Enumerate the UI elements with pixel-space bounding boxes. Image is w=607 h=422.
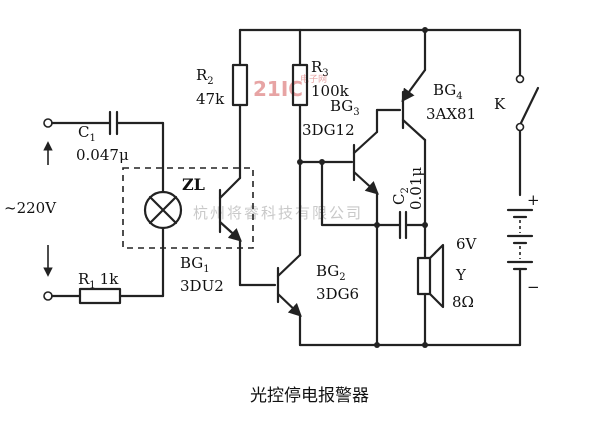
watermark: 21IC 电子网 杭州将睿科技有限公司 (193, 73, 363, 222)
watermark-company: 杭州将睿科技有限公司 (193, 204, 363, 222)
bg2-transistor (276, 253, 302, 347)
speaker-value: 8Ω (452, 293, 474, 311)
r3-value: 100k (311, 82, 350, 100)
bg4-label: BG4 (433, 81, 463, 102)
bg3-type: 3DG12 (302, 121, 355, 139)
r3-label: R3 (311, 58, 329, 79)
input-terminal-top (43, 118, 53, 128)
battery-plus: + (527, 191, 540, 209)
diagram-caption: 光控停电报警器 (250, 386, 369, 406)
bg3-transistor (298, 108, 402, 347)
r1-resistor (50, 226, 165, 305)
top-rail-wire (238, 28, 522, 77)
bg2-label: BG2 (316, 262, 346, 283)
battery-voltage: 6V (456, 235, 478, 253)
c1-capacitor (50, 110, 165, 194)
speaker-y (416, 243, 445, 347)
mains-voltage-label: ~220V (4, 199, 57, 217)
zl-label: ZL (182, 175, 205, 194)
bg2-type: 3DG6 (316, 285, 359, 303)
c2-label: C2 (390, 187, 411, 205)
r2-label: R2 (196, 66, 214, 87)
c1-label: C1 (78, 123, 96, 144)
r2-resistor (231, 28, 249, 180)
battery-minus: − (527, 278, 540, 296)
bg4-type: 3AX81 (426, 105, 476, 123)
r2-value: 47k (196, 90, 225, 108)
battery-6v (506, 208, 534, 347)
bg1-type: 3DU2 (180, 277, 224, 295)
bg1-label: BG1 (180, 254, 210, 275)
bg3-label: BG3 (330, 97, 360, 118)
c2-value-group: 0.01μ (407, 167, 425, 210)
speaker-label: Y (455, 266, 467, 284)
c2-capacitor (374, 210, 427, 240)
c1-value: 0.047μ (76, 146, 129, 164)
switch-k (515, 74, 540, 197)
bg1-phototransistor (218, 176, 277, 287)
watermark-logo: 21IC (253, 77, 303, 101)
bg4-transistor (401, 27, 428, 247)
r3-resistor (291, 28, 309, 257)
optocoupler-box (122, 167, 254, 249)
c2-label-group: C2 (390, 187, 411, 205)
input-terminal-bottom (43, 291, 53, 301)
zl-lamp (143, 190, 183, 230)
c2-value: 0.01μ (407, 167, 425, 210)
switch-k-label: K (494, 95, 506, 113)
